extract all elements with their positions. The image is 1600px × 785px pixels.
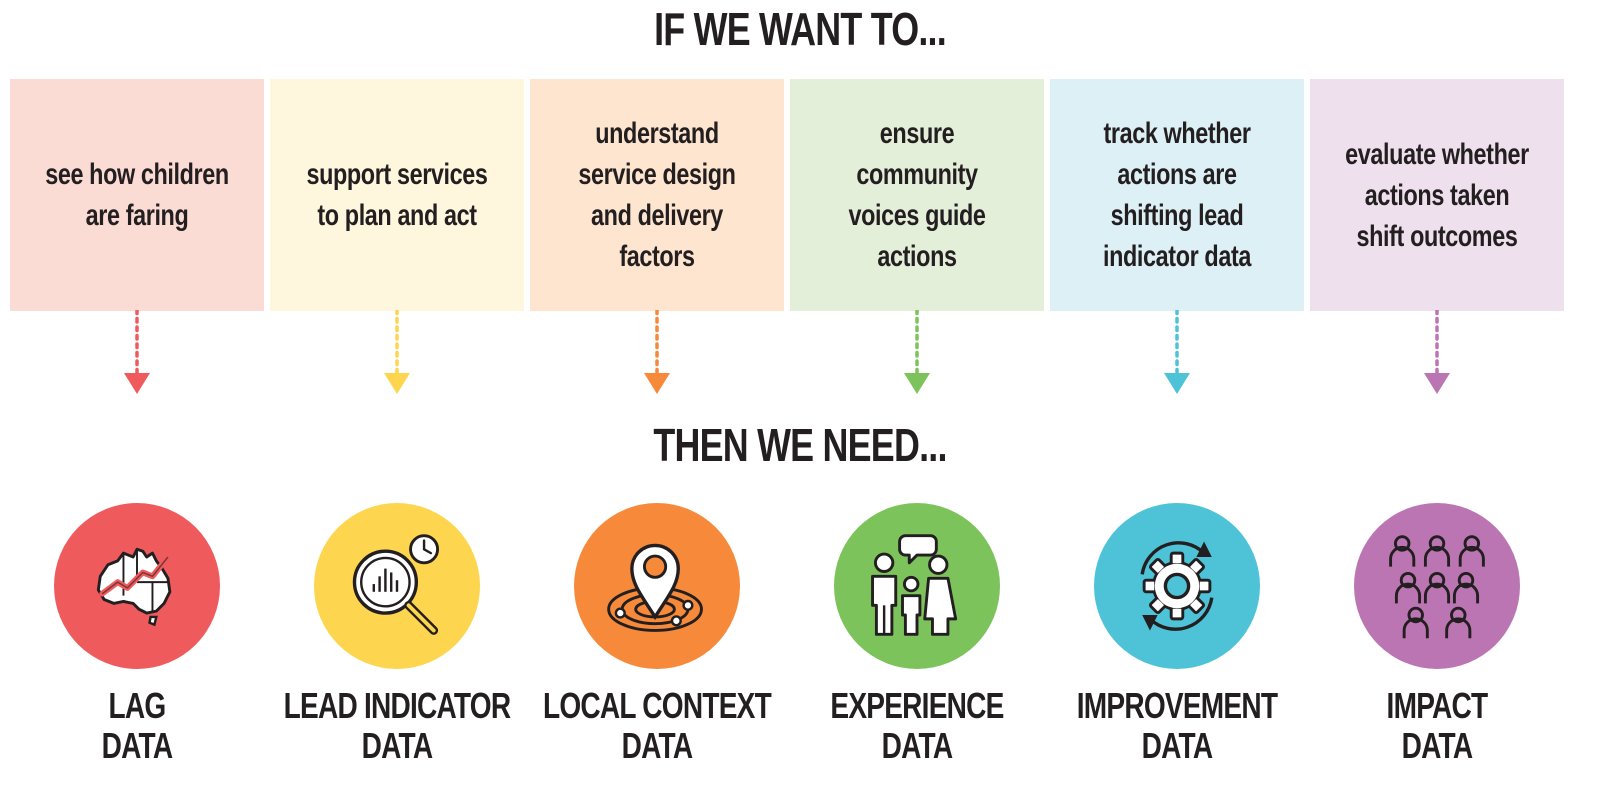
label-line-1: LAG: [108, 685, 167, 726]
gear-cycle-icon: [1140, 541, 1214, 631]
icon-circle: [574, 503, 740, 669]
down-arrow-icon: [644, 310, 670, 394]
down-arrow-icon: [1424, 310, 1450, 394]
label-line-2: DATA: [1401, 725, 1473, 766]
data-type-label: LOCAL CONTEXT DATA: [535, 686, 780, 766]
column-4: ensure community voices guide actions EX…: [790, 0, 1044, 785]
down-arrow-icon: [1164, 310, 1190, 394]
label-line-2: DATA: [101, 725, 173, 766]
goal-text: evaluate whether actions taken shift out…: [1345, 137, 1529, 253]
goal-text: support services to plan and act: [306, 158, 488, 232]
column-6: evaluate whether actions taken shift out…: [1310, 0, 1564, 785]
down-arrow-icon: [384, 310, 410, 394]
middle-heading: THEN WE NEED...: [653, 419, 947, 471]
australia-map-trend-icon: [96, 547, 172, 627]
goal-text: see how children are faring: [45, 158, 229, 232]
goal-text: understand service design and delivery f…: [578, 117, 736, 273]
goal-box: understand service design and delivery f…: [530, 79, 784, 311]
column-1: see how children are faring LAG DATA: [10, 0, 264, 785]
goal-box: evaluate whether actions taken shift out…: [1310, 79, 1564, 311]
icon-circle: [54, 503, 220, 669]
data-type-label: EXPERIENCE DATA: [795, 686, 1040, 766]
label-line-1: IMPROVEMENT: [1076, 685, 1278, 726]
label-line-1: IMPACT: [1386, 685, 1489, 726]
label-line-2: DATA: [361, 725, 433, 766]
icon-circle: [1354, 503, 1520, 669]
goal-text: track whether actions are shifting lead …: [1103, 117, 1251, 273]
goal-box: support services to plan and act: [270, 79, 524, 311]
label-line-1: LOCAL CONTEXT: [542, 685, 772, 726]
column-2: support services to plan and act LEAD IN…: [270, 0, 524, 785]
down-arrow-icon: [904, 310, 930, 394]
data-type-label: LEAD INDICATOR DATA: [275, 686, 520, 766]
people-group-icon: [1389, 535, 1485, 639]
top-heading: IF WE WANT TO...: [654, 3, 947, 55]
data-type-label: IMPROVEMENT DATA: [1055, 686, 1300, 766]
down-arrow-icon: [124, 310, 150, 394]
data-type-label: IMPACT DATA: [1315, 686, 1560, 766]
column-3: understand service design and delivery f…: [530, 0, 784, 785]
icon-circle: [1094, 503, 1260, 669]
goal-box: ensure community voices guide actions: [790, 79, 1044, 311]
label-line-1: LEAD INDICATOR: [283, 685, 512, 726]
label-line-2: DATA: [1141, 725, 1213, 766]
column-5: track whether actions are shifting lead …: [1050, 0, 1304, 785]
location-pin-icon: [607, 543, 703, 632]
icon-circle: [314, 503, 480, 669]
goal-text: ensure community voices guide actions: [848, 117, 986, 273]
goal-box: track whether actions are shifting lead …: [1050, 79, 1304, 311]
label-line-1: EXPERIENCE: [830, 685, 1004, 726]
magnifier-clock-icon: [352, 534, 440, 635]
label-line-2: DATA: [621, 725, 693, 766]
label-line-2: DATA: [881, 725, 953, 766]
goal-box: see how children are faring: [10, 79, 264, 311]
family-speech-icon: [871, 534, 958, 636]
data-type-label: LAG DATA: [15, 686, 260, 766]
icon-circle: [834, 503, 1000, 669]
